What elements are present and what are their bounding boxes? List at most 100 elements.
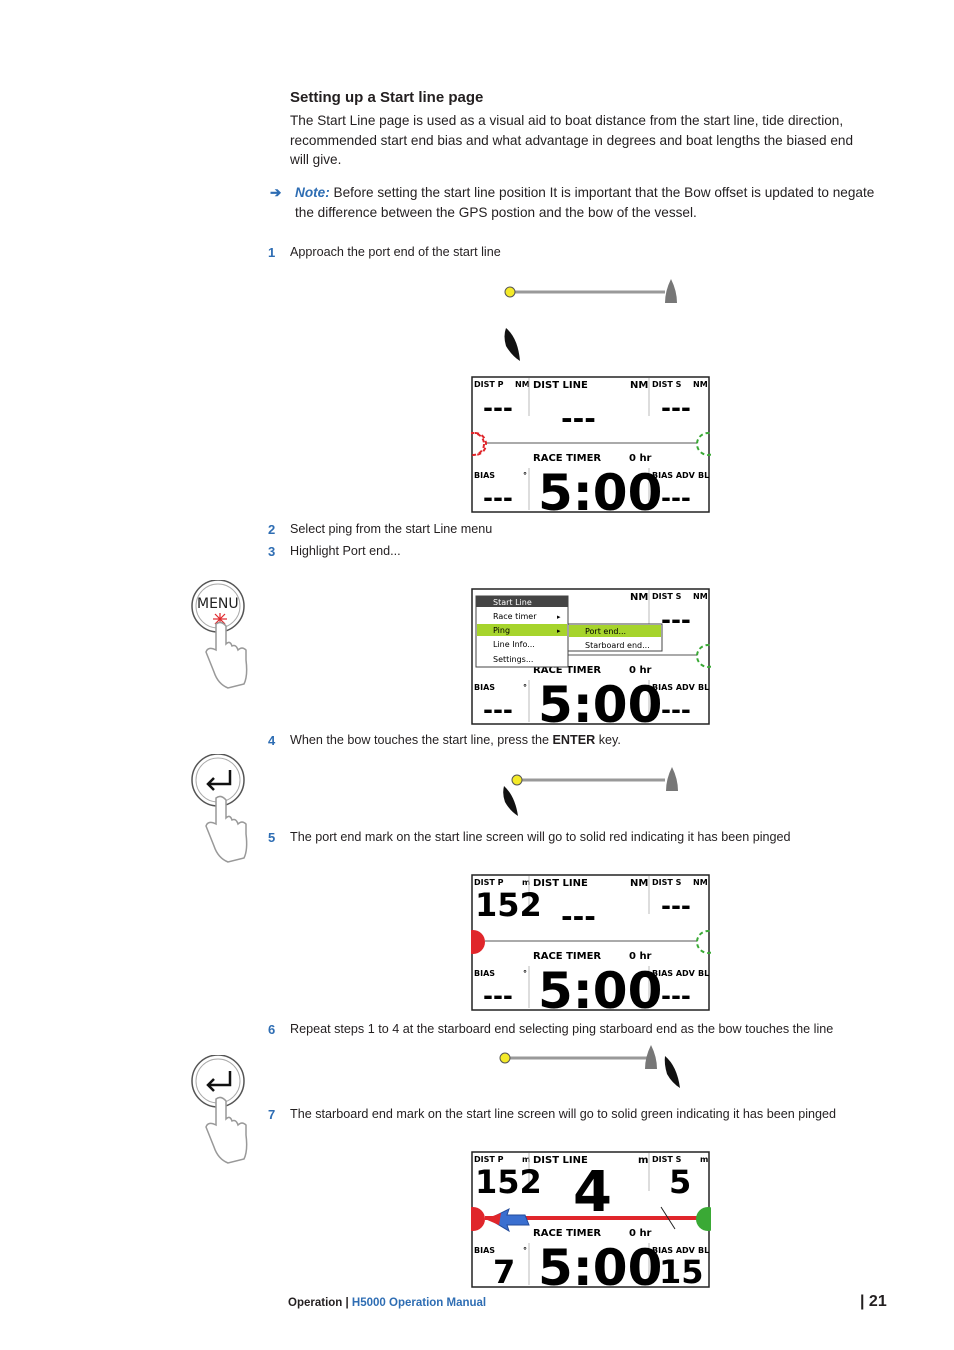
enter-key-press-illustration-2[interactable] (188, 1055, 254, 1167)
dist-p-label: DIST P (474, 878, 504, 887)
bias-unit: ° (523, 969, 527, 978)
approach-diagram-2 (503, 767, 678, 816)
step-text: The starboard end mark on the start line… (290, 1107, 837, 1121)
race-timer-label: RACE TIMER (533, 665, 601, 676)
dist-s-label: DIST S (652, 380, 682, 389)
dist-s-label: DIST S (652, 878, 682, 887)
start-line-screen-port-pinged: DIST P m DIST LINE NM DIST S NM 152 --- … (471, 874, 711, 1011)
bias-label: BIAS (474, 969, 495, 978)
step-number: 5 (268, 830, 276, 845)
starboard-end-mark-icon (696, 1207, 711, 1231)
bias-label: BIAS (474, 471, 495, 480)
note-block: ➔ Note: Before setting the start line po… (270, 183, 875, 220)
enter-key-press-illustration-1[interactable] (188, 754, 254, 866)
port-end-mark-icon (471, 432, 485, 456)
dist-p-label: DIST P (474, 1155, 504, 1164)
enter-key-label: ENTER (552, 733, 596, 747)
bias-value: --- (483, 696, 513, 724)
port-end-mark-icon (471, 930, 485, 954)
race-timer-unit: 0 hr (629, 665, 652, 676)
menu-item-race-timer[interactable]: Race timer (493, 612, 537, 621)
bias-adv-unit: BL (698, 969, 709, 978)
section-title: Setting up a Start line page (290, 89, 484, 106)
bias-unit: ° (523, 683, 527, 692)
step-text: Approach the port end of the start line (290, 245, 501, 259)
bias-adv-value: --- (661, 696, 691, 724)
menu-title: Start Line (493, 598, 532, 607)
step-number: 1 (268, 245, 276, 260)
race-timer-label: RACE TIMER (533, 951, 601, 962)
starboard-end-mark-icon (696, 644, 711, 668)
port-mark-icon (504, 286, 516, 298)
footer-separator: | (342, 1297, 352, 1309)
page-number: | 21 (860, 1293, 887, 1310)
starboard-boat-icon (665, 279, 677, 303)
bias-adv-unit: BL (698, 683, 709, 692)
arrow-right-icon: ➔ (270, 185, 282, 200)
wind-pointer-icon (660, 1206, 676, 1230)
enter-icon (206, 1071, 232, 1092)
start-line-screen-1: DIST P NM DIST LINE NM DIST S NM --- ---… (471, 376, 711, 513)
footer-manual-title[interactable]: H5000 Operation Manual (351, 1297, 487, 1309)
enter-icon (206, 770, 232, 791)
dist-line-unit: m (638, 1155, 648, 1166)
dist-p-unit: m (522, 1155, 530, 1164)
approach-diagram-1 (504, 279, 677, 361)
dist-line-unit: NM (630, 878, 648, 889)
approach-diagram-3 (499, 1045, 680, 1088)
menu-item-line-info[interactable]: Line Info... (493, 640, 535, 649)
bias-adv-unit: BL (698, 1246, 709, 1255)
bias-adv-label: BIAS ADV (652, 969, 696, 978)
bias-value: 7 (493, 1253, 515, 1288)
race-timer-label: RACE TIMER (533, 453, 601, 464)
bias-value: --- (483, 484, 513, 512)
ping-submenu[interactable]: Port end... Starboard end... (567, 623, 663, 652)
step-number: 2 (268, 522, 276, 537)
starboard-end-mark-icon (696, 930, 711, 954)
step-text: Repeat steps 1 to 4 at the starboard end… (290, 1022, 834, 1036)
dist-s-value: --- (661, 394, 691, 422)
bias-adv-value: --- (661, 484, 691, 512)
step-text: Select ping from the start Line menu (290, 522, 493, 536)
menu-key-press-illustration[interactable]: MENU (188, 580, 254, 692)
menu-item-settings[interactable]: Settings... (493, 655, 533, 664)
chevron-right-icon: ▸ (557, 627, 561, 635)
step-text: When the bow touches the start line, pre… (290, 733, 553, 747)
race-timer-unit: 0 hr (629, 453, 652, 464)
dist-s-label: DIST S (652, 1155, 682, 1164)
dist-p-label: DIST P (474, 380, 504, 389)
start-line-menu[interactable]: Start Line Race timer ▸ Ping ▸ Line Info… (475, 595, 569, 668)
note-label: Note: (295, 185, 330, 200)
race-timer-value: 5:00 (538, 962, 662, 1011)
port-mark-icon (499, 1052, 511, 1064)
race-timer-value: 5:00 (538, 464, 662, 513)
bias-adv-value: --- (661, 982, 691, 1010)
step-number: 6 (268, 1022, 276, 1037)
note-text: Before setting the start line position I… (295, 185, 875, 220)
dist-line-value: --- (561, 402, 596, 435)
dist-s-unit: m (700, 1155, 708, 1164)
submenu-item-port-end[interactable]: Port end... (585, 627, 626, 636)
intro-paragraph: The Start Line page is used as a visual … (290, 113, 854, 167)
dist-line-value: 4 (573, 1160, 612, 1225)
dist-p-unit: m (522, 878, 530, 887)
port-end-mark-icon (471, 1207, 485, 1231)
dist-line-label: DIST LINE (533, 380, 588, 391)
boat-icon (503, 786, 518, 816)
step-text: Highlight Port end... (290, 544, 401, 558)
dist-s-unit: NM (693, 878, 708, 887)
menu-key-label: MENU (197, 596, 239, 612)
footer: Operation | H5000 Operation Manual (288, 1297, 486, 1309)
menu-item-ping[interactable]: Ping (493, 626, 510, 635)
bias-value: --- (483, 982, 513, 1010)
dist-p-value: --- (483, 394, 513, 422)
race-timer-unit: 0 hr (629, 1228, 652, 1239)
bias-adv-label: BIAS ADV (652, 683, 696, 692)
step-number: 3 (268, 544, 276, 559)
hand-icon (205, 1096, 248, 1164)
submenu-item-starboard-end[interactable]: Starboard end... (585, 641, 650, 650)
hand-icon (205, 621, 248, 689)
starboard-end-mark-icon (696, 432, 711, 456)
dist-s-value: --- (661, 892, 691, 920)
race-timer-label: RACE TIMER (533, 1228, 601, 1239)
